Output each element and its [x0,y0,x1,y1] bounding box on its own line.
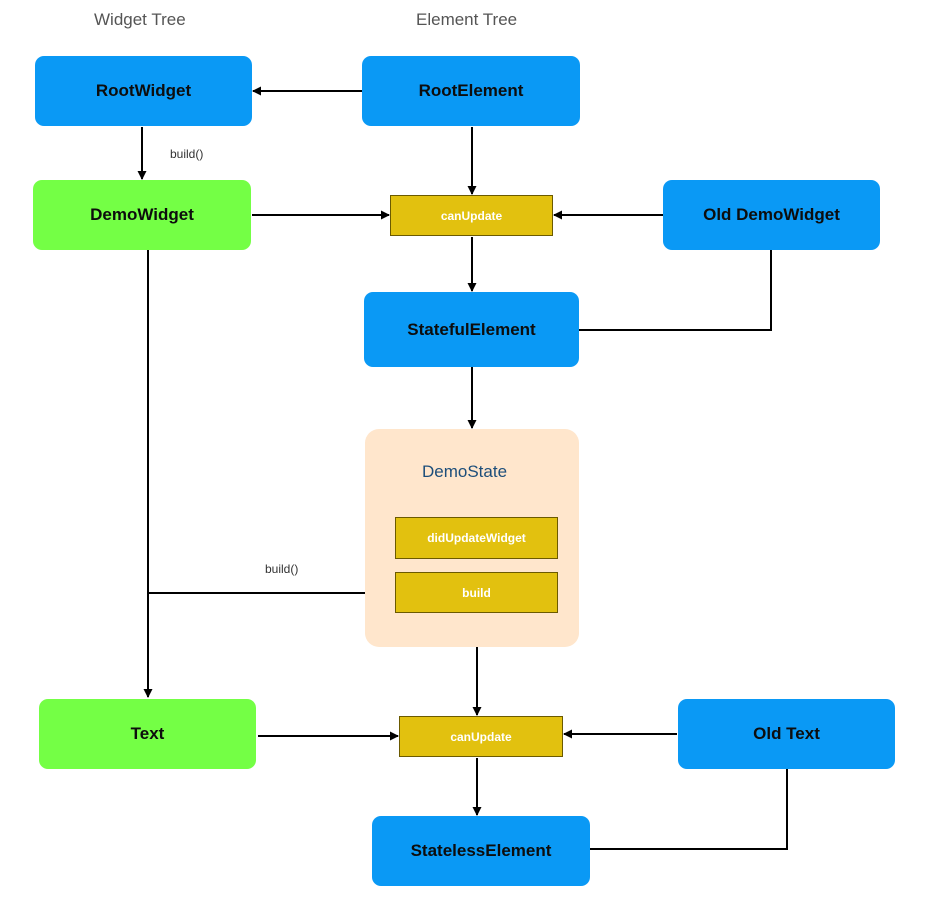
text-widget-label: Text [130,724,165,743]
old-text-node: Old Text [678,699,895,769]
root-element-node: RootElement [362,56,580,126]
line-olddemowidget-to-statefulelement [579,250,772,331]
build-method-label: build [462,585,491,600]
build-method-node: build [395,572,558,613]
build-label-mid: build() [265,562,299,576]
can-update-label-2: canUpdate [450,729,512,744]
line-oldtext-to-statelesselement [590,769,788,850]
old-demo-widget-node: Old DemoWidget [663,180,880,250]
did-update-widget-node: didUpdateWidget [395,517,558,559]
stateless-element-node: StatelessElement [372,816,590,886]
stateful-element-node: StatefulElement [364,292,579,367]
demo-state-title: DemoState [422,462,508,481]
demo-widget-label: DemoWidget [90,205,194,224]
can-update-node-2: canUpdate [399,716,563,757]
old-demo-widget-label: Old DemoWidget [703,205,840,224]
widget-tree-heading: Widget Tree [94,10,186,29]
did-update-widget-label: didUpdateWidget [427,531,526,545]
stateless-element-label: StatelessElement [410,841,552,860]
text-widget-node: Text [39,699,256,769]
can-update-node-1: canUpdate [390,195,553,236]
element-tree-heading: Element Tree [416,10,518,29]
root-element-label: RootElement [418,81,524,100]
can-update-label-1: canUpdate [440,208,503,223]
root-widget-node: RootWidget [35,56,252,126]
build-label-top: build() [170,147,204,161]
old-text-label: Old Text [753,724,820,743]
demo-widget-node: DemoWidget [33,180,251,250]
root-widget-label: RootWidget [95,81,192,100]
stateful-element-label: StatefulElement [407,319,536,339]
